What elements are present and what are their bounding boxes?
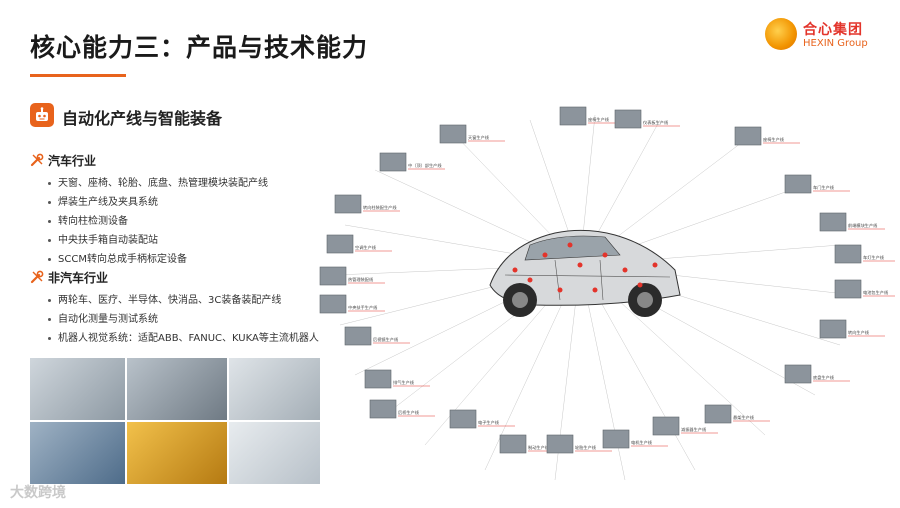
robot-arm-photo [30,422,125,484]
list-item: 两轮车、医疗、半导体、快消品、3C装备装配产线 [48,291,319,310]
wrench-screwdriver-icon [30,270,44,284]
page-title: 核心能力三：产品与技术能力 [30,33,369,62]
thumb-bottom-4: 电机生产线 [602,429,668,449]
thumb-caption: 座椅生产线 [588,116,610,123]
thumb-caption: 车灯生产线 [863,254,885,261]
logo-name-cn: 合心集团 [803,22,863,38]
thumb-right-1: 座椅生产线 [734,126,800,146]
factory-photo [30,358,125,420]
thumb-bottom-3: 轮胎生产线 [546,434,612,454]
thumb-caption: 电池包生产线 [863,289,889,296]
list-item: 天窗、座椅、轮胎、底盘、热管理模块装配产线 [48,174,268,193]
thumb-bottom-5: 减振器生产线 [652,416,718,436]
title-underline [30,74,126,77]
thumb-caption: 电子生产线 [478,419,500,426]
thumb-top-4: 中（顶）部生产线 [379,152,445,172]
thumb-caption: 空调生产线 [355,244,377,251]
thumb-caption: 制动生产线 [528,444,550,451]
thumb-caption: 前端模块生产线 [848,222,878,229]
robot-arm-photo [127,422,227,484]
thumb-caption: 中央扶手生产线 [348,304,378,311]
thumb-caption: 车门生产线 [813,184,835,191]
list-item: 中央扶手箱自动装配站 [48,231,268,250]
section-title: 自动化产线与智能装备 [62,109,223,128]
robot-icon [30,103,54,127]
watermark: 大数跨境 [10,485,66,501]
thumb-right-5: 电池包生产线 [834,279,895,299]
thumb-left-3: 热管理装配线 [319,266,385,286]
list-item: 机器人视觉系统：适配ABB、FANUC、KUKA等主流机器人 [48,329,319,348]
wrench-screwdriver-icon [30,153,44,167]
thumb-caption: 减振器生产线 [681,426,707,433]
list-item: SCCM转向总成手柄标定设备 [48,250,268,269]
thumb-bottom-6: 悬架生产线 [704,404,770,424]
thumb-right-2: 车门生产线 [784,174,850,194]
thumb-caption: 轮胎生产线 [575,444,597,451]
logo-emblem-icon [765,18,797,50]
list-item: 焊装生产线及夹具系统 [48,193,268,212]
thumb-caption: 转向柱装配生产线 [363,204,397,211]
thumb-caption: 悬架生产线 [733,414,755,421]
thumb-bottom-1: 电子生产线 [449,409,515,429]
thumb-caption: 后视镜生产线 [373,336,399,343]
thumb-left-6: 排气生产线 [364,369,430,389]
thumb-left-2: 空调生产线 [326,234,392,254]
thumb-caption: 天窗生产线 [468,134,490,141]
group-title-nonauto: 非汽车行业 [48,271,109,285]
bullet-list-nonauto: 两轮车、医疗、半导体、快消品、3C装备装配产线 自动化测量与测试系统 机器人视觉… [48,291,319,348]
factory-photo-collage [30,358,320,484]
thumb-caption: 转向生产线 [848,329,870,336]
thumb-right-6: 转向生产线 [819,319,885,339]
thumb-caption: 排气生产线 [393,379,415,386]
car-illustration [489,229,681,317]
thumb-caption: 热管理装配线 [348,276,374,283]
product-line-diagram: 天窗生产线 座椅生产线 仪表板生产线 中（顶）部生产线 座椅生产线 车门生产线 … [319,106,895,481]
bullet-list-auto: 天窗、座椅、轮胎、底盘、热管理模块装配产线 焊装生产线及夹具系统 转向柱检测设备… [48,174,268,269]
thumb-left-1: 转向柱装配生产线 [334,194,400,214]
thumb-left-5: 后视镜生产线 [344,326,410,346]
thumb-caption: 电机生产线 [631,439,653,446]
thumb-top-1: 天窗生产线 [439,124,505,144]
thumb-top-3: 仪表板生产线 [614,109,680,129]
list-item: 转向柱检测设备 [48,212,268,231]
thumb-caption: 座椅生产线 [763,136,785,143]
thumb-right-3: 前端模块生产线 [819,212,885,232]
thumb-caption: 后桥生产线 [398,409,420,416]
factory-photo [229,422,320,484]
thumb-left-4: 中央扶手生产线 [319,294,385,314]
hotspots [512,242,658,293]
thumb-right-7: 底盘生产线 [784,364,850,384]
thumb-caption: 仪表板生产线 [643,119,669,126]
thumb-left-7: 后桥生产线 [369,399,435,419]
thumb-right-4: 车灯生产线 [834,244,895,264]
group-title-auto: 汽车行业 [48,154,97,168]
company-logo: 合心集团 HEXIN Group [765,18,875,52]
logo-name-en: HEXIN Group [803,38,868,49]
factory-photo [229,358,320,420]
factory-photo [127,358,227,420]
thumb-caption: 中（顶）部生产线 [408,162,442,169]
thumb-bottom-2: 制动生产线 [499,434,565,454]
thumb-caption: 底盘生产线 [813,374,835,381]
list-item: 自动化测量与测试系统 [48,310,319,329]
